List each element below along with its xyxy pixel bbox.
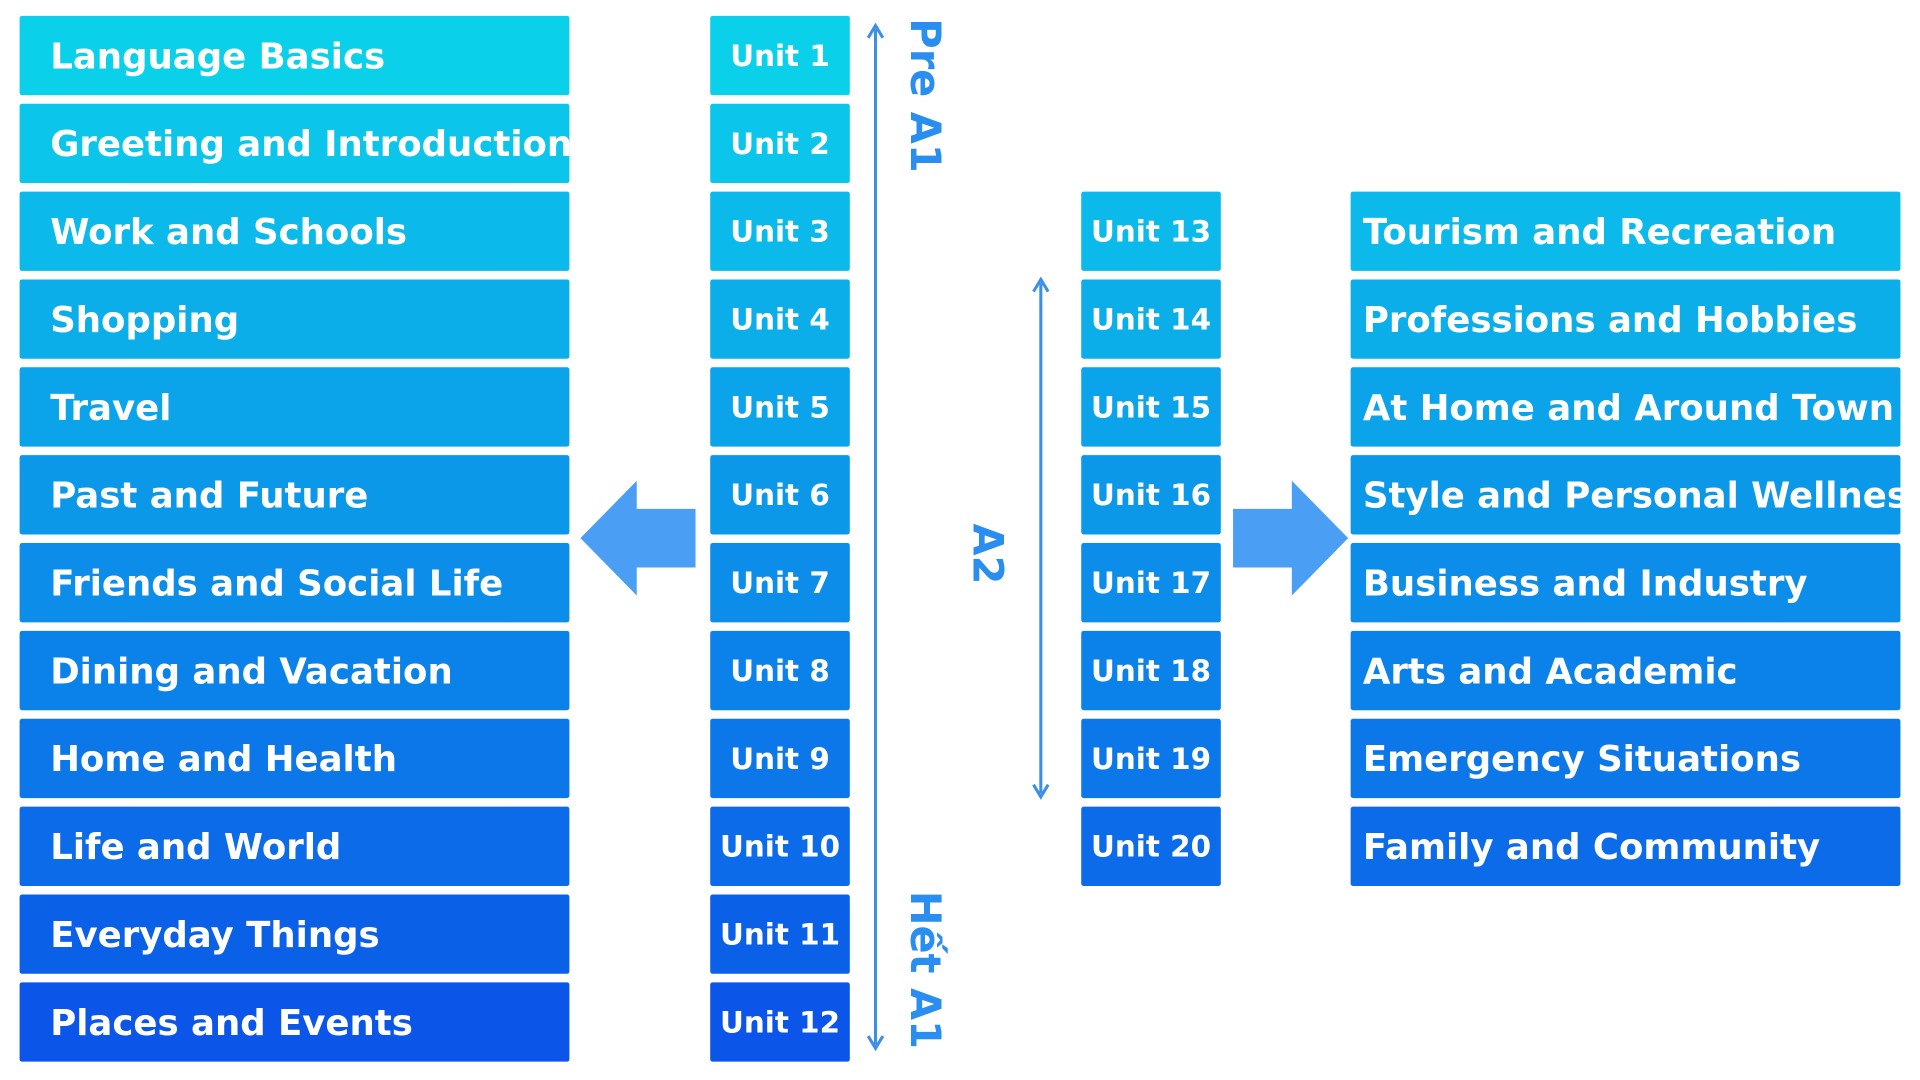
level-label-a2: A2 <box>962 523 1012 585</box>
unit-box: Unit 14 <box>1081 279 1221 359</box>
unit-box: Unit 11 <box>710 894 850 974</box>
unit-box: Unit 16 <box>1081 455 1221 535</box>
topic-box: Style and Personal Wellness <box>1350 455 1920 535</box>
unit-box: Unit 10 <box>710 806 850 886</box>
unit-box: Unit 3 <box>710 191 850 271</box>
unit-box: Unit 18 <box>1081 630 1221 711</box>
topic-box: Life and World <box>19 806 570 886</box>
topic-box: Past and Future <box>19 455 570 535</box>
topic-box: Everyday Things <box>19 894 570 974</box>
right-arrow-icon <box>1233 480 1349 596</box>
topic-box: Greeting and Introductions <box>19 103 593 184</box>
topic-box: Family and Community <box>1350 806 1901 886</box>
topic-box: Professions and Hobbies <box>1350 279 1901 359</box>
topic-box: Emergency Situations <box>1350 718 1901 799</box>
topic-box: Work and Schools <box>19 191 570 271</box>
left-arrow-icon <box>580 480 696 596</box>
unit-box: Unit 15 <box>1081 367 1221 447</box>
unit-box: Unit 17 <box>1081 543 1221 623</box>
unit-box: Unit 20 <box>1081 806 1221 886</box>
unit-box: Unit 1 <box>710 15 850 96</box>
level-label-het-a1: Hết A1 <box>900 890 949 1049</box>
unit-box: Unit 4 <box>710 279 850 359</box>
level-label-pre-a1: Pre A1 <box>900 18 949 173</box>
unit-box: Unit 8 <box>710 630 850 711</box>
topic-box: Tourism and Recreation <box>1350 191 1901 271</box>
topic-box: Shopping <box>19 279 570 359</box>
topic-box: At Home and Around Town <box>1350 367 1901 447</box>
unit-box: Unit 19 <box>1081 718 1221 799</box>
a1-line-bottom-arrowhead-icon <box>866 1035 885 1052</box>
topic-box: Arts and Academic <box>1350 630 1901 711</box>
topic-box: Dining and Vacation <box>19 630 570 711</box>
unit-box: Unit 2 <box>710 103 850 184</box>
unit-box: Unit 13 <box>1081 191 1221 271</box>
unit-box: Unit 7 <box>710 543 850 623</box>
unit-box: Unit 9 <box>710 718 850 799</box>
a2-line-bottom-arrowhead-icon <box>1032 783 1050 800</box>
topic-box: Home and Health <box>19 718 570 799</box>
topic-box: Friends and Social Life <box>19 543 570 623</box>
unit-box: Unit 5 <box>710 367 850 447</box>
topic-box: Places and Events <box>19 982 570 1062</box>
unit-box: Unit 6 <box>710 455 850 535</box>
topic-box: Business and Industry <box>1350 543 1901 623</box>
topic-box: Travel <box>19 367 570 447</box>
topic-box: Language Basics <box>19 15 570 96</box>
unit-box: Unit 12 <box>710 982 850 1062</box>
a2-line-top-arrowhead-icon <box>1032 276 1050 293</box>
a1-line-top-arrowhead-icon <box>866 22 885 39</box>
